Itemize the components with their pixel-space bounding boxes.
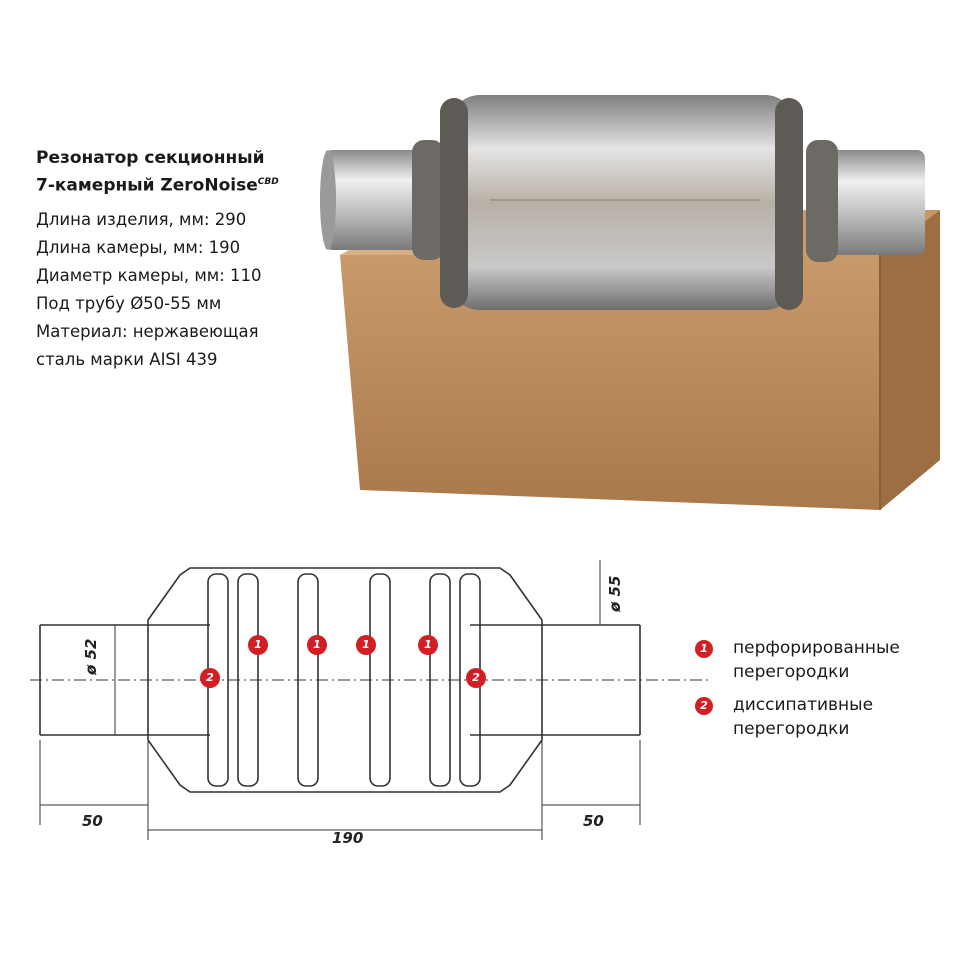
marker-perforated-3: 1: [356, 635, 376, 655]
spec-material: Материал: нержавеющая: [36, 321, 259, 341]
product-title-sup: CBD: [257, 177, 279, 187]
legend-badge-2: 2: [695, 697, 713, 715]
product-title-line2: 7-камерный ZeroNoise: [36, 175, 258, 196]
spec-material-grade: сталь марки AISI 439: [36, 349, 218, 369]
legend-text-1-line2: перегородки: [733, 662, 850, 682]
product-photo: [320, 95, 940, 510]
product-title-line1: Резонатор секционный: [36, 148, 265, 168]
dim-right-pipe: 50: [583, 812, 604, 830]
marker-perforated-4: 1: [418, 635, 438, 655]
spec-pipe: Под трубу Ø50-55 мм: [36, 293, 222, 313]
marker-perforated-2: 1: [307, 635, 327, 655]
dim-outer-diameter: ø 55: [606, 575, 624, 612]
resonator: [320, 95, 925, 310]
spec-chamber-length: Длина камеры, мм: 190: [36, 237, 241, 257]
marker-perforated-1: 1: [248, 635, 268, 655]
dim-left-pipe: 50: [82, 812, 103, 830]
legend-badge-1: 1: [695, 640, 713, 658]
product-title: Резонатор секционный 7-камерный ZeroNois…: [36, 146, 326, 198]
technical-drawing: [30, 560, 710, 840]
legend-text-1-line1: перфорированные: [733, 638, 900, 658]
marker-dissipative-2: 2: [466, 668, 486, 688]
legend-text-2-line2: перегородки: [733, 719, 850, 739]
dim-inner-diameter: ø 52: [82, 638, 100, 675]
spec-length: Длина изделия, мм: 290: [36, 209, 247, 229]
legend-text-2-line1: диссипативные: [733, 695, 874, 715]
marker-dissipative-1: 2: [200, 668, 220, 688]
dim-chamber: 190: [332, 829, 364, 847]
spec-chamber-diameter: Диаметр камеры, мм: 110: [36, 265, 262, 285]
spec-block: Резонатор секционный 7-камерный ZeroNois…: [36, 146, 326, 374]
